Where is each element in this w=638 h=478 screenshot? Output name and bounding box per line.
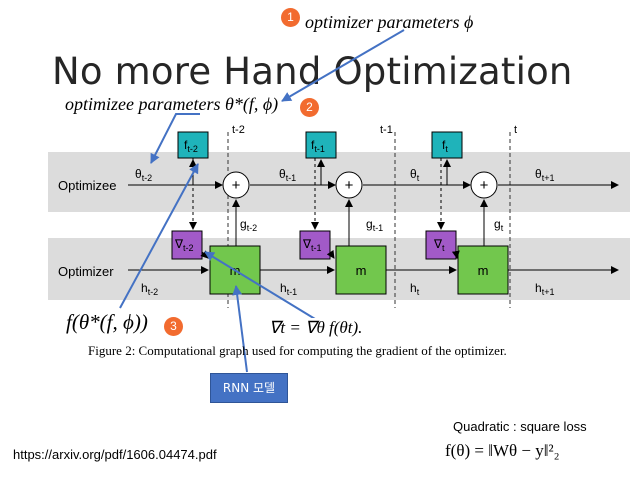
h-label: ht [410, 281, 420, 297]
badge-1: 1 [281, 8, 300, 27]
rnn-model-box: RNN 모델 [210, 373, 288, 403]
plus-sign: + [232, 177, 241, 194]
plus-sign: + [480, 177, 489, 194]
theta-label: θt-1 [279, 167, 296, 183]
time-label: t [514, 124, 517, 136]
badge-2: 2 [300, 98, 319, 117]
f-box [431, 131, 463, 159]
plus-node [222, 171, 250, 199]
annotation-arrow [232, 285, 248, 373]
source-url[interactable]: https://arxiv.org/pdf/1606.04474.pdf [13, 447, 217, 462]
slide-title: No more Hand Optimization [52, 50, 573, 93]
f-box-label: ft [442, 138, 448, 154]
plus-node [470, 171, 498, 199]
gradient-expression: ∇t = ∇θ f(θt). [266, 318, 366, 338]
theta-label: θt [410, 167, 420, 183]
plus-node [335, 171, 363, 199]
loss-formula: f(θ) = ‖Wθ − y‖²₂ [445, 441, 560, 460]
grad-box-label: ∇t-2 [174, 237, 194, 253]
g-label: gt-2 [240, 217, 257, 233]
h-label: ht-1 [280, 281, 297, 297]
theta-label: θt+1 [535, 167, 554, 183]
grad-box-label: ∇t [433, 237, 445, 253]
annotation-arrow [119, 163, 199, 309]
row-label-optimizee: Optimizee [58, 178, 117, 193]
figure-caption: Figure 2: Computational graph used for c… [88, 343, 507, 358]
optimizee-params-label: optimizee parameters θ*(f, ϕ) [65, 94, 279, 114]
f-box-label: ft-2 [184, 138, 198, 154]
row-label-optimizer: Optimizer [58, 264, 114, 279]
time-label: t-2 [232, 124, 245, 136]
annotation-arrow [281, 29, 405, 102]
g-label: gt-1 [366, 217, 383, 233]
badge-3: 3 [164, 317, 183, 336]
g-label: gt [494, 217, 504, 233]
grad-box [425, 230, 457, 260]
plus-sign: + [345, 177, 354, 194]
theta-label: θt-2 [135, 167, 152, 183]
grad-box-label: ∇t-1 [302, 237, 322, 253]
annotation-arrow [150, 113, 200, 164]
time-label: t-1 [380, 124, 393, 136]
grad-box [171, 230, 203, 260]
h-label: ht+1 [535, 281, 554, 297]
h-label: ht-2 [141, 281, 158, 297]
f-box-label: ft-1 [311, 138, 325, 154]
f-box [177, 131, 209, 159]
m-box-label: m [478, 263, 489, 278]
objective-expression: f(θ*(f, ϕ)) [66, 310, 148, 334]
grad-box [299, 230, 331, 260]
m-box [457, 245, 509, 295]
quadratic-label: Quadratic : square loss [453, 419, 587, 434]
optimizer-params-label: optimizer parameters ϕ [305, 12, 474, 32]
f-box [305, 131, 337, 159]
m-box-label: m [356, 263, 367, 278]
m-box [335, 245, 387, 295]
